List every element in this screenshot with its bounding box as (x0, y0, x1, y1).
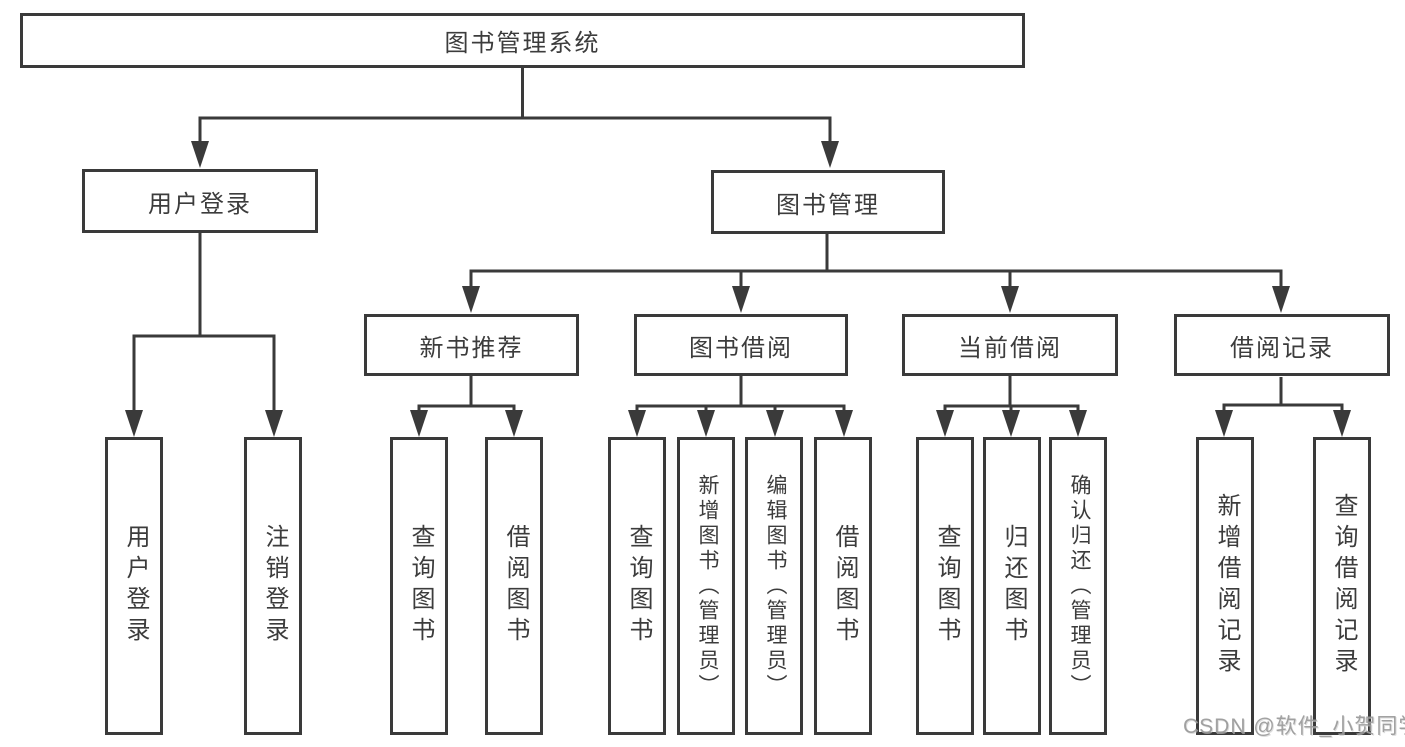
node-borrow-records: 借阅记录 (1174, 314, 1390, 376)
node-query-books-current: 查询图书 (916, 437, 974, 735)
node-confirm-return-admin: 确认归还（管理员） (1049, 437, 1107, 735)
node-add-borrow-record: 新增借阅记录 (1196, 437, 1254, 735)
node-query-books-recommend: 查询图书 (390, 437, 448, 735)
node-book-borrow: 图书借阅 (634, 314, 848, 376)
node-query-borrow-record: 查询借阅记录 (1313, 437, 1371, 735)
node-book-management-branch: 图书管理 (711, 170, 945, 234)
node-edit-book-admin: 编辑图书（管理员） (745, 437, 803, 735)
node-user-login-branch: 用户登录 (82, 169, 318, 233)
node-return-book: 归还图书 (983, 437, 1041, 735)
node-logout-leaf: 注销登录 (244, 437, 302, 735)
node-borrow-books-leaf: 借阅图书 (814, 437, 872, 735)
node-add-book-admin: 新增图书（管理员） (677, 437, 735, 735)
node-user-login-leaf: 用户登录 (105, 437, 163, 735)
node-query-books-borrow: 查询图书 (608, 437, 666, 735)
node-current-borrow: 当前借阅 (902, 314, 1118, 376)
node-root: 图书管理系统 (20, 13, 1025, 68)
node-new-book-recommend: 新书推荐 (364, 314, 579, 376)
csdn-watermark: CSDN @软件_小贺同学 (1183, 715, 1405, 738)
node-borrow-books-recommend: 借阅图书 (485, 437, 543, 735)
